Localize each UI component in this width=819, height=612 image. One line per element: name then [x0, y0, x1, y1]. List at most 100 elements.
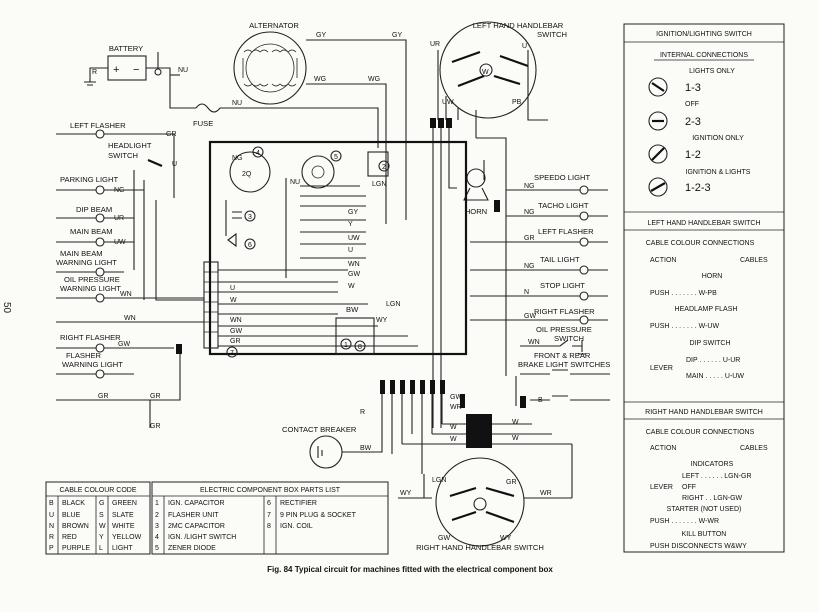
svg-text:OIL PRESSURE: OIL PRESSURE — [64, 275, 120, 284]
svg-text:HORN: HORN — [702, 273, 723, 280]
svg-text:PUSH . . . . . . . W-UW: PUSH . . . . . . . W-UW — [650, 323, 719, 330]
svg-text:ACTION: ACTION — [650, 257, 676, 264]
left-lamps: LEFT FLASHER GR HEADLIGHT SWITCH U PARKI… — [56, 121, 204, 430]
component-box-parts-table: ELECTRIC COMPONENT BOX PARTS LIST 1 IGN.… — [151, 481, 389, 555]
right-info-panel: IGNITION/LIGHTING SWITCH INTERNAL CONNEC… — [623, 23, 785, 553]
alternator-label: ALTERNATOR — [249, 21, 299, 30]
svg-text:P: P — [49, 545, 54, 552]
svg-text:BW: BW — [360, 445, 372, 452]
svg-text:GY: GY — [392, 32, 402, 39]
svg-text:7: 7 — [230, 350, 234, 357]
svg-text:NG: NG — [524, 183, 535, 190]
svg-text:GR: GR — [524, 235, 535, 242]
svg-text:R: R — [92, 69, 97, 76]
svg-text:BW: BW — [346, 305, 359, 314]
svg-text:GW: GW — [524, 313, 536, 320]
svg-text:WARNING LIGHT: WARNING LIGHT — [62, 360, 123, 369]
svg-text:LEFT . . . . . . LGN-GR: LEFT . . . . . . LGN-GR — [682, 473, 752, 480]
zener-diode: 5 — [301, 150, 342, 189]
svg-text:R: R — [360, 409, 365, 416]
battery-plus: + — [113, 64, 119, 76]
svg-text:N: N — [49, 523, 54, 530]
svg-text:W: W — [450, 424, 457, 431]
svg-text:WR: WR — [540, 490, 552, 497]
svg-text:WG: WG — [368, 76, 380, 83]
svg-text:NU: NU — [178, 67, 188, 74]
svg-text:WN: WN — [348, 261, 360, 268]
svg-text:W: W — [99, 523, 106, 530]
svg-text:2: 2 — [382, 164, 386, 171]
svg-text:W: W — [230, 297, 237, 304]
svg-text:RECTIFIER: RECTIFIER — [280, 500, 317, 507]
svg-text:INDICATORS: INDICATORS — [691, 461, 734, 468]
svg-text:RIGHT HAND HANDLEBAR SWITCH: RIGHT HAND HANDLEBAR SWITCH — [645, 409, 763, 416]
svg-text:3: 3 — [155, 523, 159, 530]
svg-text:U: U — [49, 512, 54, 519]
svg-text:BLUE: BLUE — [62, 512, 81, 519]
svg-text:PUSH . . . . . . . W-WR: PUSH . . . . . . . W-WR — [650, 518, 719, 525]
connector-row — [380, 380, 465, 408]
svg-text:IGNITION ONLY: IGNITION ONLY — [692, 135, 744, 142]
ignition-coil — [466, 414, 492, 448]
svg-text:FRONT & REAR: FRONT & REAR — [534, 351, 591, 360]
svg-text:SPEEDO LIGHT: SPEEDO LIGHT — [534, 173, 590, 182]
svg-text:8: 8 — [358, 344, 362, 351]
svg-text:KILL BUTTON: KILL BUTTON — [682, 531, 727, 538]
page-number: 50 — [1, 302, 12, 314]
svg-text:GR: GR — [98, 393, 109, 400]
svg-text:W: W — [512, 419, 519, 426]
svg-text:N: N — [524, 289, 529, 296]
svg-text:OFF: OFF — [682, 484, 696, 491]
svg-text:UW: UW — [348, 235, 360, 242]
right-handlebar-switch: LGN GR GW WY RIGHT HAND HANDLEBAR SWITCH — [416, 457, 544, 552]
svg-text:2Q: 2Q — [242, 171, 252, 178]
svg-text:PURPLE: PURPLE — [62, 545, 90, 552]
svg-text:WARNING LIGHT: WARNING LIGHT — [60, 284, 121, 293]
svg-text:1-2: 1-2 — [685, 149, 701, 161]
svg-text:LIGHTS ONLY: LIGHTS ONLY — [689, 68, 735, 75]
svg-text:IGN. COIL: IGN. COIL — [280, 523, 313, 530]
svg-text:MAIN BEAM: MAIN BEAM — [70, 227, 113, 236]
svg-text:LEFT HAND HANDLEBAR: LEFT HAND HANDLEBAR — [473, 21, 564, 30]
svg-text:L: L — [99, 545, 103, 552]
svg-text:OFF: OFF — [685, 101, 699, 108]
svg-text:4: 4 — [256, 150, 260, 157]
svg-text:CABLE COLOUR CODE: CABLE COLOUR CODE — [59, 487, 136, 494]
svg-text:INTERNAL CONNECTIONS: INTERNAL CONNECTIONS — [660, 52, 748, 59]
svg-text:RED: RED — [62, 534, 77, 541]
svg-text:GY: GY — [316, 32, 326, 39]
svg-text:IGN. CAPACITOR: IGN. CAPACITOR — [168, 500, 225, 507]
svg-text:DIP . . . . . . U-UR: DIP . . . . . . U-UR — [686, 357, 740, 364]
svg-text:LEVER: LEVER — [650, 365, 673, 372]
svg-text:PUSH . . . . . . . W-PB: PUSH . . . . . . . W-PB — [650, 290, 717, 297]
figure-caption: Fig. 84 Typical circuit for machines fit… — [267, 565, 553, 574]
svg-text:WN: WN — [528, 339, 540, 346]
svg-text:WY: WY — [500, 535, 512, 542]
svg-text:3: 3 — [248, 214, 252, 221]
svg-text:GR: GR — [506, 479, 517, 486]
svg-text:PB: PB — [512, 99, 522, 106]
svg-text:UW: UW — [442, 99, 454, 106]
svg-text:BRAKE LIGHT SWITCHES: BRAKE LIGHT SWITCHES — [518, 360, 610, 369]
svg-text:ELECTRIC COMPONENT BOX PARTS L: ELECTRIC COMPONENT BOX PARTS LIST — [200, 487, 341, 494]
svg-text:LEFT FLASHER: LEFT FLASHER — [538, 227, 594, 236]
svg-text:GW: GW — [118, 341, 130, 348]
svg-text:MAIN BEAM: MAIN BEAM — [60, 249, 103, 258]
svg-text:RIGHT FLASHER: RIGHT FLASHER — [60, 333, 121, 342]
svg-text:IGN. /LIGHT SWITCH: IGN. /LIGHT SWITCH — [168, 534, 236, 541]
svg-text:1-3: 1-3 — [685, 82, 701, 94]
ignition-coil-block: BW 1 8 WY — [335, 305, 388, 355]
alternator: ALTERNATOR — [233, 21, 307, 105]
svg-text:WG: WG — [314, 76, 326, 83]
left-handlebar-switch: LEFT HAND HANDLEBAR SWITCH W UR U UW PB — [430, 21, 567, 119]
svg-text:MAIN . . . . . U-UW: MAIN . . . . . U-UW — [686, 373, 744, 380]
svg-text:WN: WN — [120, 291, 132, 298]
svg-text:W: W — [450, 436, 457, 443]
svg-text:5: 5 — [334, 154, 338, 161]
svg-text:LEFT FLASHER: LEFT FLASHER — [70, 121, 126, 130]
svg-text:OIL PRESSURE: OIL PRESSURE — [536, 325, 592, 334]
svg-text:LEFT HAND HANDLEBAR SWITCH: LEFT HAND HANDLEBAR SWITCH — [647, 220, 760, 227]
svg-text:WHITE: WHITE — [112, 523, 135, 530]
svg-text:FLASHER UNIT: FLASHER UNIT — [168, 512, 219, 519]
